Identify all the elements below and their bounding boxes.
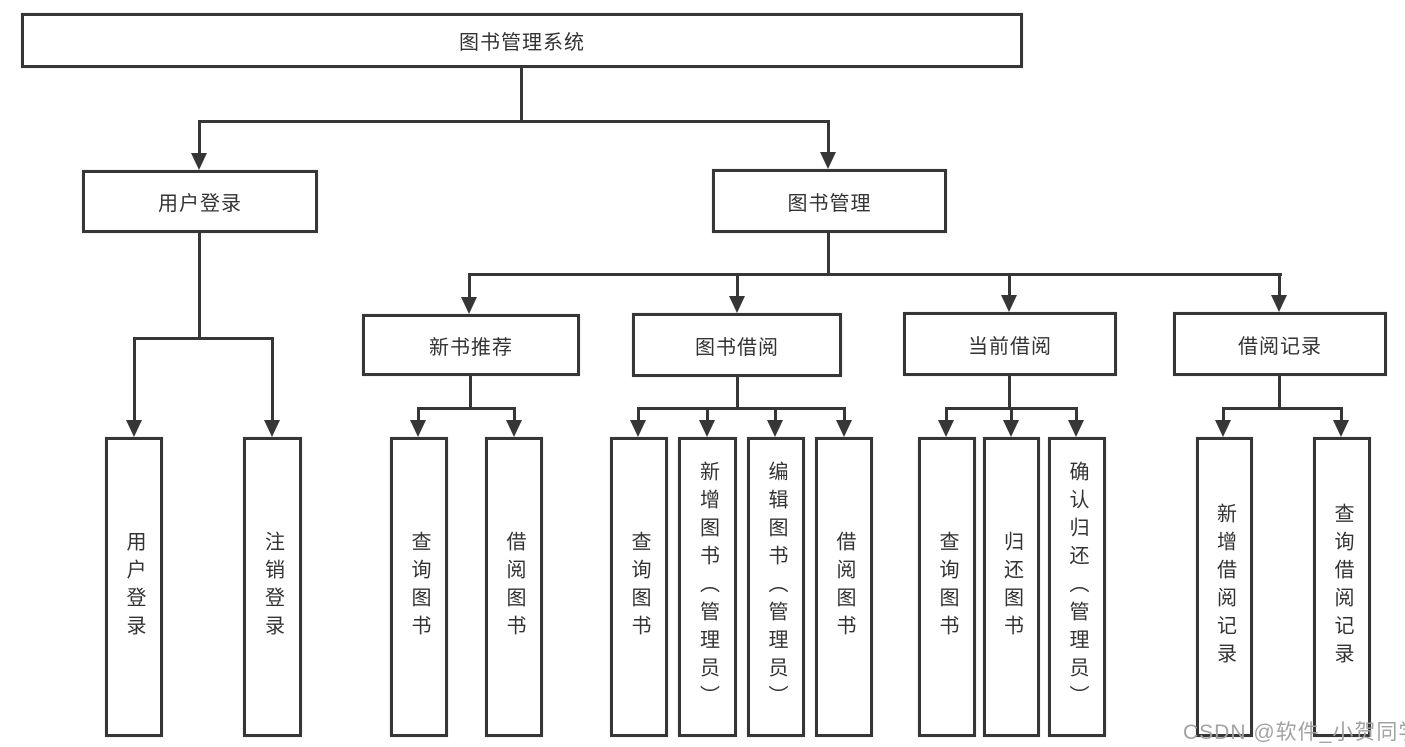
connector-drop-cb-confirm: [1075, 407, 1078, 421]
arrowhead-new-book: [461, 297, 477, 314]
node-user-login: 用户登录: [82, 170, 318, 233]
arrowhead-bb-borrow: [836, 420, 852, 437]
leaf-bb-edit-books-admin: 编辑图书（管理员）: [747, 437, 805, 737]
connector-mgmt-down: [827, 233, 830, 273]
connector-drop-bb-edit: [774, 407, 777, 421]
leaf-nb-borrow-books: 借阅图书: [485, 437, 543, 737]
node-book-management-label: 图书管理: [787, 192, 872, 215]
leaf-bb-add-books-admin-label: 新增图书（管理员）: [696, 461, 719, 713]
leaf-br-query-record-label: 查询借阅记录: [1331, 503, 1353, 671]
csdn-watermark: CSDN @软件_小贺同学: [1183, 721, 1405, 744]
connector-drop-br-query: [1340, 407, 1343, 421]
leaf-br-query-record: 查询借阅记录: [1313, 437, 1371, 737]
node-user-login-label: 用户登录: [158, 193, 242, 215]
connector-drop-br-add: [1222, 407, 1225, 421]
arrowhead-bb-edit: [767, 420, 783, 437]
leaf-logout: 注销登录: [243, 437, 302, 737]
connector-newbook-bus: [417, 407, 516, 410]
connector-login-bus: [133, 337, 274, 340]
connector-drop-new-book: [468, 273, 471, 297]
connector-drop-borrow-records: [1278, 273, 1281, 295]
arrowhead-bb-query: [630, 420, 646, 437]
leaf-cb-query-books-label: 查询图书: [936, 531, 958, 643]
leaf-user-login: 用户登录: [105, 437, 163, 737]
leaf-cb-return-books-label: 归还图书: [1000, 531, 1023, 643]
leaf-br-add-record-label: 新增借阅记录: [1213, 503, 1236, 671]
connector-root-down: [520, 68, 523, 120]
arrowhead-br-query: [1333, 420, 1349, 437]
leaf-nb-query-books: 查询图书: [390, 437, 448, 737]
node-book-borrow-label: 图书借阅: [695, 336, 779, 359]
connector-drop-cb-query: [945, 407, 948, 421]
node-current-borrow-label: 当前借阅: [968, 335, 1052, 358]
leaf-cb-confirm-return-admin: 确认归还（管理员）: [1048, 437, 1106, 737]
connector-drop-current-borrow: [1008, 273, 1011, 295]
node-new-book-recommend: 新书推荐: [362, 314, 580, 376]
connector-drop-bb-add: [706, 407, 709, 421]
connector-drop-book-borrow: [736, 273, 739, 296]
arrowhead-cb-query: [938, 420, 954, 437]
connector-drop-cb-return: [1010, 407, 1013, 421]
leaf-nb-query-books-label: 查询图书: [408, 531, 430, 643]
leaf-bb-query-books: 查询图书: [610, 437, 668, 737]
arrowhead-book-borrow: [729, 296, 745, 313]
leaf-bb-borrow-books-label: 借阅图书: [833, 531, 855, 643]
node-borrow-records-label: 借阅记录: [1238, 335, 1322, 358]
connector-level2-bus: [198, 120, 830, 123]
leaf-bb-borrow-books: 借阅图书: [815, 437, 873, 737]
leaf-cb-return-books: 归还图书: [983, 437, 1040, 737]
arrowhead-leaf-logout: [264, 420, 280, 437]
arrowhead-nb-borrow: [506, 420, 522, 437]
leaf-cb-query-books: 查询图书: [918, 437, 976, 737]
leaf-bb-add-books-admin: 新增图书（管理员）: [678, 437, 737, 737]
connector-level3-bus: [468, 273, 1282, 276]
connector-drop-book-management: [827, 120, 830, 153]
connector-drop-bb-query: [637, 407, 640, 421]
leaf-cb-confirm-return-admin-label: 确认归还（管理员）: [1066, 461, 1088, 713]
node-root-label: 图书管理系统: [459, 32, 585, 54]
connector-bookborrow-bus: [637, 407, 846, 410]
arrowhead-br-add: [1215, 420, 1231, 437]
connector-drop-leaf-user-login: [133, 337, 136, 420]
connector-login-down: [198, 233, 201, 337]
connector-drop-bb-borrow: [843, 407, 846, 421]
leaf-bb-query-books-label: 查询图书: [628, 531, 650, 643]
connector-bookborrow-down: [736, 377, 739, 407]
arrowhead-cb-return: [1003, 420, 1019, 437]
arrowhead-book-management: [820, 152, 836, 169]
arrowhead-leaf-user-login: [126, 420, 142, 437]
arrowhead-nb-query: [410, 420, 426, 437]
connector-drop-user-login: [198, 120, 201, 154]
arrowhead-current-borrow: [1001, 295, 1017, 312]
connector-records-down: [1278, 376, 1281, 407]
leaf-user-login-label: 用户登录: [123, 531, 145, 643]
leaf-br-add-record: 新增借阅记录: [1196, 437, 1253, 737]
arrowhead-bb-add: [699, 420, 715, 437]
arrowhead-borrow-records: [1271, 295, 1287, 312]
node-borrow-records: 借阅记录: [1173, 312, 1387, 376]
connector-drop-nb-borrow: [513, 407, 516, 421]
node-book-management: 图书管理: [712, 169, 947, 233]
leaf-logout-label: 注销登录: [261, 531, 284, 643]
leaf-bb-edit-books-admin-label: 编辑图书（管理员）: [765, 461, 787, 713]
connector-records-bus: [1222, 407, 1343, 410]
connector-newbook-down: [469, 376, 472, 407]
arrowhead-cb-confirm: [1068, 420, 1084, 437]
node-book-borrow: 图书借阅: [632, 313, 842, 377]
node-current-borrow: 当前借阅: [903, 312, 1117, 376]
node-new-book-recommend-label: 新书推荐: [429, 336, 513, 359]
connector-currentborrow-down: [1008, 376, 1011, 407]
connector-drop-leaf-logout: [271, 337, 274, 420]
leaf-nb-borrow-books-label: 借阅图书: [503, 531, 525, 643]
node-root: 图书管理系统: [21, 13, 1023, 68]
arrowhead-user-login: [191, 153, 207, 170]
connector-drop-nb-query: [417, 407, 420, 421]
